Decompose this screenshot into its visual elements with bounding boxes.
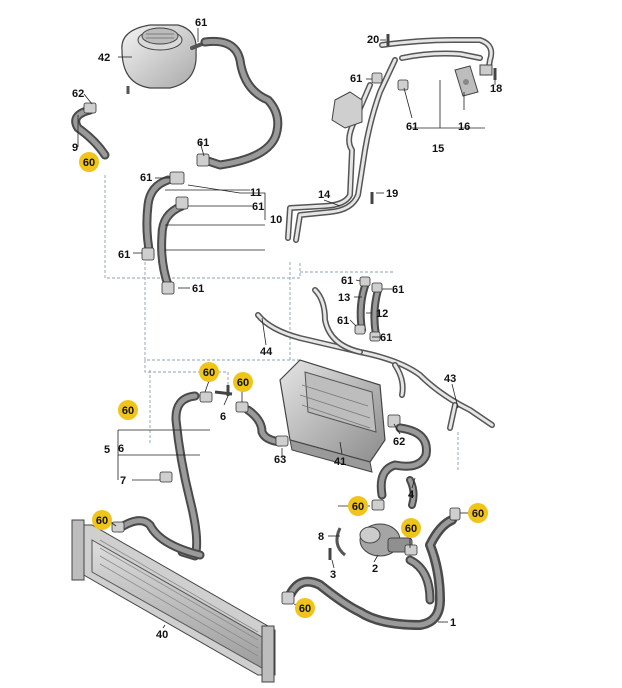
label-61-f: 61 <box>192 283 204 295</box>
label-62-a: 62 <box>72 88 84 100</box>
badge-60-c: 60 <box>233 372 253 392</box>
badge-60-e: 60 <box>92 510 112 530</box>
hoses-12-13 <box>354 276 383 342</box>
label-16: 16 <box>458 121 470 133</box>
svg-text:60: 60 <box>299 603 311 615</box>
svg-text:60: 60 <box>122 405 134 417</box>
label-8: 8 <box>318 531 324 543</box>
label-63: 63 <box>274 454 286 466</box>
coolant-pipes-upper <box>285 34 497 243</box>
svg-text:60: 60 <box>96 515 108 527</box>
pipe-43-44 <box>255 287 495 431</box>
badge-60-h: 60 <box>468 503 488 523</box>
label-42: 42 <box>98 52 110 64</box>
label-12: 12 <box>376 308 388 320</box>
label-41: 41 <box>334 456 346 468</box>
label-20: 20 <box>367 34 379 46</box>
badge-60-f: 60 <box>348 496 368 516</box>
label-4: 4 <box>408 489 415 501</box>
label-61-g: 61 <box>350 73 362 85</box>
badge-60-b: 60 <box>199 362 219 382</box>
expansion-tank <box>121 24 204 94</box>
leader-lines <box>77 28 496 629</box>
svg-text:60: 60 <box>237 377 249 389</box>
badge-60-i: 60 <box>295 598 315 618</box>
label-61-i: 61 <box>341 275 353 287</box>
svg-text:60: 60 <box>352 501 364 513</box>
label-44: 44 <box>260 346 273 358</box>
label-14: 14 <box>318 189 331 201</box>
label-61-j: 61 <box>392 284 404 296</box>
label-43: 43 <box>444 373 456 385</box>
part-labels: 61 42 62 9 61 61 11 61 10 61 61 20 61 61… <box>72 17 502 641</box>
svg-text:60: 60 <box>405 523 417 535</box>
hose-1 <box>281 507 461 630</box>
radiator <box>71 519 276 683</box>
label-6-a: 6 <box>220 411 226 423</box>
label-61-h: 61 <box>406 121 418 133</box>
badge-60-d: 60 <box>118 400 138 420</box>
label-2: 2 <box>372 563 378 575</box>
label-61-a: 61 <box>195 17 207 29</box>
label-61-e: 61 <box>118 249 130 261</box>
label-3: 3 <box>330 569 336 581</box>
dashed-reference-lines <box>104 175 459 470</box>
hose-4 <box>376 423 431 509</box>
hose-9 <box>71 102 110 160</box>
label-13: 13 <box>338 292 350 304</box>
label-5: 5 <box>104 444 110 456</box>
label-62-b: 62 <box>393 436 405 448</box>
label-61-b: 61 <box>197 137 209 149</box>
label-19: 19 <box>386 188 398 200</box>
label-40: 40 <box>156 629 168 641</box>
label-10: 10 <box>270 214 282 226</box>
badge-60-g: 60 <box>401 518 421 538</box>
label-7: 7 <box>120 475 126 487</box>
coolant-cooler <box>279 359 401 473</box>
label-9: 9 <box>72 142 78 154</box>
badge-60-a: 60 <box>79 152 99 172</box>
svg-text:60: 60 <box>83 157 95 169</box>
svg-text:60: 60 <box>472 508 484 520</box>
label-1: 1 <box>450 617 456 629</box>
label-61-k: 61 <box>337 315 349 327</box>
hose-10 <box>141 153 210 295</box>
label-18: 18 <box>490 83 502 95</box>
badges-60: 60 60 60 60 60 60 60 60 <box>79 152 488 618</box>
label-61-d: 61 <box>252 201 264 213</box>
hose-tank-upper <box>200 36 283 170</box>
label-61-c: 61 <box>140 172 152 184</box>
label-61-l: 61 <box>380 332 392 344</box>
label-6-b: 6 <box>118 443 124 455</box>
coolant-pump <box>328 499 418 560</box>
label-11: 11 <box>250 187 262 199</box>
label-15: 15 <box>432 143 444 155</box>
svg-text:60: 60 <box>203 367 215 379</box>
hose-radiator-inlet <box>111 516 205 560</box>
hoses-5-6 <box>159 385 289 561</box>
